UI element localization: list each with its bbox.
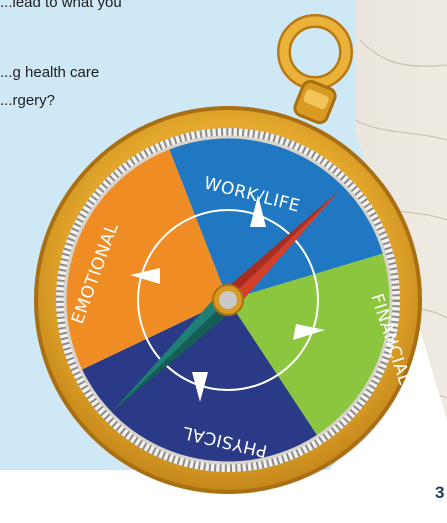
body-text-line-1: ...lead to what you (0, 0, 122, 11)
compass-bail (277, 14, 353, 125)
body-text-line-3: ...rgery? (0, 92, 56, 109)
page-number: 3 (435, 483, 445, 502)
inner-circle (137, 209, 319, 391)
needle-pivot-cap (219, 291, 237, 309)
compass-case-edge (34, 106, 422, 494)
page-bottom (0, 330, 447, 523)
segment-work-life (150, 137, 391, 300)
segment-physical (65, 300, 340, 463)
dial-rim (63, 135, 393, 465)
direction-spikes (130, 195, 325, 402)
body-text-line-2: ...g health care (0, 64, 100, 81)
compass-needle (112, 190, 340, 412)
tick-ring (56, 128, 400, 472)
